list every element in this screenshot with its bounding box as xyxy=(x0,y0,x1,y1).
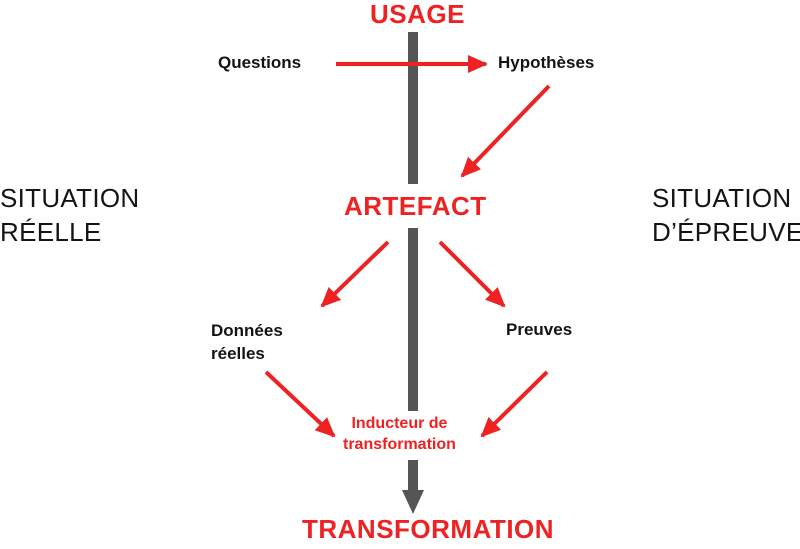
arrow-hypotheses-to-artefact xyxy=(460,84,551,178)
situation-epreuve-label: SITUATION D’ÉPREUVE xyxy=(652,183,800,247)
axis-segment-top xyxy=(408,32,418,184)
axis-arrowhead-icon xyxy=(402,490,424,514)
usage-label: USAGE xyxy=(370,0,465,29)
axis-segment-bottom xyxy=(408,460,418,496)
questions-label: Questions xyxy=(218,53,302,72)
artefact-label: ARTEFACT xyxy=(344,191,487,221)
red-arrows xyxy=(264,55,551,438)
donnees-reelles-label: Données réelles xyxy=(211,321,283,363)
arrow-artefact-to-donnees xyxy=(320,240,390,308)
hypotheses-label: Hypothèses xyxy=(498,53,595,72)
arrow-donnees-to-inducteur xyxy=(264,370,336,438)
arrow-artefact-to-preuves xyxy=(438,240,506,308)
axis-segment-middle xyxy=(408,228,418,411)
inducteur-label: Inducteur de transformation xyxy=(343,415,456,453)
arrow-preuves-to-inducteur xyxy=(480,370,549,438)
central-axis xyxy=(402,32,424,514)
transformation-label: TRANSFORMATION xyxy=(302,514,555,544)
situation-reelle-label: SITUATION RÉELLE xyxy=(0,183,140,247)
preuves-label: Preuves xyxy=(506,320,573,339)
